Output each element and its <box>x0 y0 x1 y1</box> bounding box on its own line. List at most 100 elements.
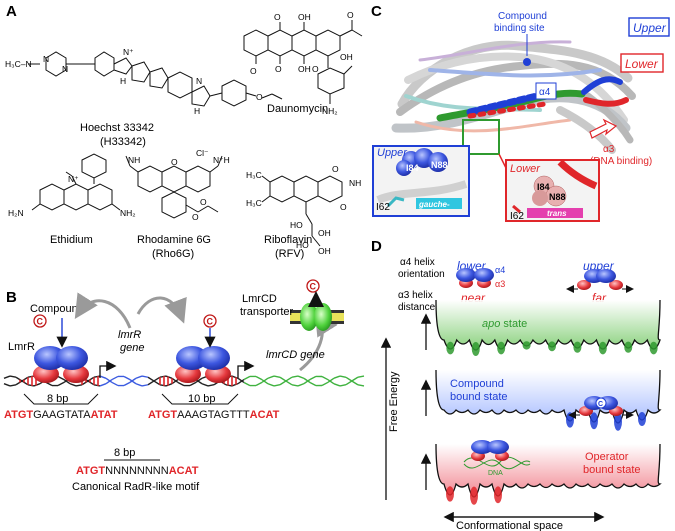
binding-site-label-2: binding site <box>494 23 545 34</box>
hoechst-name: Hoechst 33342 <box>80 122 154 134</box>
operator-bound-dimer <box>463 440 531 470</box>
legend-alpha3: α3 <box>495 279 505 289</box>
rhodamine-abbr: (Rho6G) <box>152 248 194 260</box>
rfv-o1: O <box>332 164 339 174</box>
motif-sequence: ATGTNNNNNNNNACAT <box>76 465 199 477</box>
riboflavin-abbr: (RFV) <box>275 248 304 260</box>
alpha4-box <box>535 82 557 100</box>
inset-lower-r3: I62 <box>510 211 524 222</box>
inset-upper-r1: I84 <box>406 163 419 173</box>
compound-marker-left: C <box>33 314 47 328</box>
inset-lower-title: Lower <box>510 163 541 175</box>
spacing-left: 8 bp <box>47 393 68 405</box>
panel-c-letter: C <box>371 3 382 20</box>
transporter-label-2: transporter <box>240 306 294 318</box>
alpha4-orientation-2: orientation <box>398 269 445 280</box>
motif-spacing: 8 bp <box>114 447 135 459</box>
binding-site-dot <box>523 58 531 66</box>
promoter-arrow-lmrr <box>99 360 117 378</box>
bracket-left <box>23 393 99 405</box>
rfv-h3c-1: H₃C <box>246 170 262 180</box>
motif-caption: Canonical RadR-like motif <box>72 481 200 493</box>
dauno-o2: O <box>275 64 282 74</box>
panel-b-letter: B <box>6 289 17 306</box>
upper-label: Upper <box>633 21 667 35</box>
rho-nh: NH <box>128 155 140 165</box>
hoechst-n2: N <box>62 64 68 74</box>
operator-state-label-2: bound state <box>583 464 641 476</box>
gene-lmrr-label-1: lmrR <box>118 329 141 341</box>
legend-alpha4: α4 <box>495 265 505 275</box>
alpha3-distance-1: α3 helix <box>398 290 433 301</box>
ethidium-h2n: H₂N <box>8 208 24 218</box>
compound-bound-dimer <box>568 396 634 419</box>
transporter-label-1: LmrCD <box>242 293 277 305</box>
rfv-ho-1: HO <box>290 220 303 230</box>
inset-upper-r2: N88 <box>431 160 448 170</box>
hoechst-n3: N <box>196 76 202 86</box>
daunomycin-name: Daunomycin <box>267 103 328 115</box>
dauno-oh2: OH <box>298 64 311 74</box>
grey-arrow-2 <box>136 296 187 324</box>
riboflavin-structure <box>261 175 343 247</box>
dauno-nh2: NH₂ <box>322 106 338 116</box>
lmrcd-transporter <box>290 291 344 331</box>
compound-marker-right: C <box>203 314 217 328</box>
compound-label: Compound <box>30 303 84 315</box>
energy-landscape-apo <box>435 299 661 356</box>
lmrr-dimer-right <box>175 346 231 383</box>
alpha4-label: α4 <box>539 87 551 98</box>
compound-marker-transporter: C <box>306 279 320 293</box>
dauno-o4: O <box>250 66 257 76</box>
dauno-oh1: OH <box>298 12 311 22</box>
bracket-right <box>161 393 239 405</box>
apo-state-label: apo state <box>482 318 527 330</box>
compound-state-label-2: bound state <box>450 391 508 403</box>
upper-label-box <box>628 17 670 37</box>
x-axis-label: Conformational space <box>456 520 563 531</box>
alpha4-orientation-1: α4 helix <box>400 257 435 268</box>
alpha3-distance-2: distance <box>398 302 436 313</box>
compound-bound-symbol: C <box>598 401 603 408</box>
inset-upper <box>372 145 470 217</box>
energy-landscape-operator <box>435 443 662 505</box>
rfv-oh-1: OH <box>318 228 331 238</box>
ethidium-structure <box>31 153 121 211</box>
riboflavin-name: Riboflavin <box>264 234 312 246</box>
inset-lower-r2: N88 <box>549 192 566 202</box>
hoechst-abbr: (H33342) <box>100 136 146 148</box>
ethidium-n-plus: N⁺ <box>68 174 79 184</box>
promoter-arrow-lmrcd <box>237 360 255 378</box>
rfv-oh-2: OH <box>318 246 331 256</box>
dauno-oh3: OH <box>340 52 353 62</box>
hoechst-structure <box>28 51 283 107</box>
rhodamine-structure <box>125 155 223 219</box>
rfv-ho-2: HO <box>296 240 309 250</box>
rho-n-plus-h: N⁺H <box>213 155 230 165</box>
binding-site-label-1: Compound <box>498 11 547 22</box>
gene-lmrcd-label: lmrCD gene <box>266 349 325 361</box>
hoechst-h2: H <box>194 106 200 116</box>
panel-c: C Compound binding site Upper Lower <box>371 3 670 222</box>
protein-ribbon-structure <box>391 40 636 154</box>
hoechst-methyl-n: H₃C–N <box>5 59 32 69</box>
legend-near-dimer <box>456 268 494 288</box>
inset-upper-title: Upper <box>377 147 408 159</box>
hoechst-n-plus: N⁺ <box>123 47 134 57</box>
rfv-nh: NH <box>349 178 361 188</box>
hoechst-n1: N <box>43 54 49 64</box>
lower-label: Lower <box>625 57 659 71</box>
panel-d-letter: D <box>371 238 382 255</box>
dna-binding-label: (DNA binding) <box>590 156 652 167</box>
svg-text:C: C <box>37 317 44 327</box>
inset-upper-conf: gauche- <box>418 200 450 209</box>
panel-d: D α4 helix orientation α3 helix distance… <box>371 238 662 531</box>
inset-lower-conf: trans <box>547 209 567 218</box>
gene-lmrr-label-2: gene <box>120 342 144 354</box>
svg-text:C: C <box>310 282 317 292</box>
hoechst-o: O <box>256 92 263 102</box>
svg-text:C: C <box>207 317 214 327</box>
rho-o1: O <box>171 157 178 167</box>
inset-lower-r1: I84 <box>537 182 550 192</box>
